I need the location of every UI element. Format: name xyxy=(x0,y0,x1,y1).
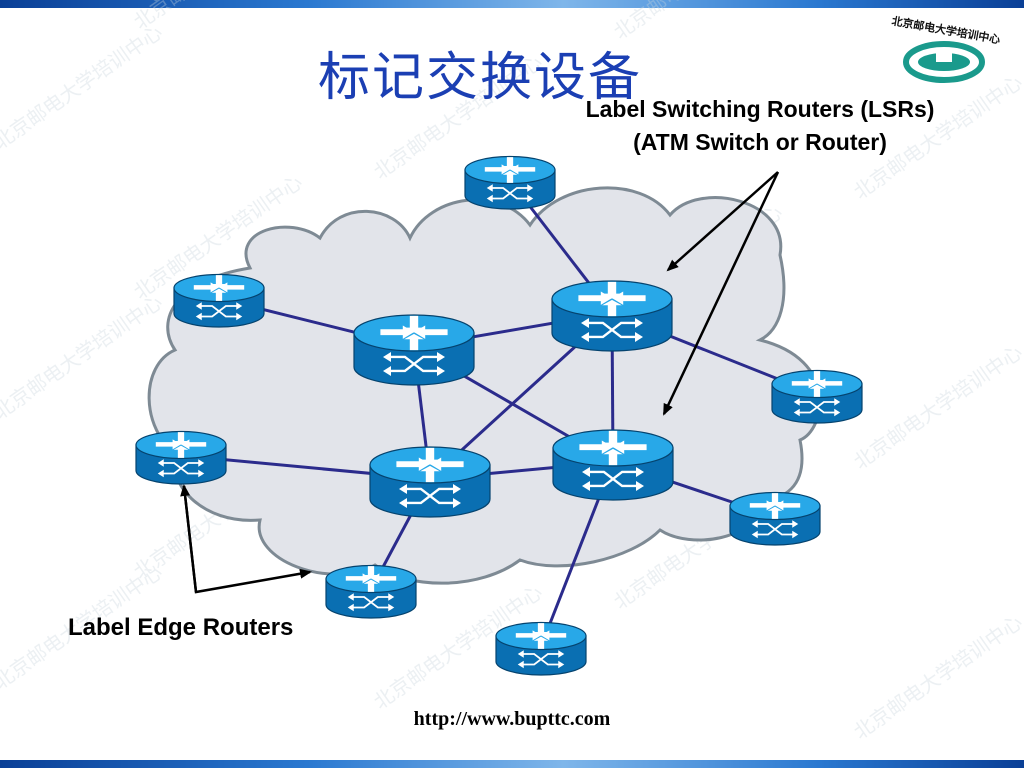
router-top-arrows-icon xyxy=(578,281,646,317)
bupttc-logo: 北京邮电大学培训中心 xyxy=(876,15,1006,86)
router-front-arrowheads xyxy=(582,466,644,491)
router-front-arrows-icon xyxy=(796,401,838,414)
footer-url: http://www.bupttc.com xyxy=(413,708,611,730)
router-front-arrows-icon xyxy=(520,653,562,666)
router-front-arrows-icon xyxy=(350,596,392,609)
lsr-arrow-lower xyxy=(662,171,780,416)
lsr-caption: Label Switching Routers (LSRs) (ATM Swit… xyxy=(540,93,980,159)
lsr-caption-line-2: (ATM Switch or Router) xyxy=(633,129,887,155)
router-front-arrows-icon xyxy=(386,355,442,373)
router-front-arrows-icon xyxy=(585,470,641,488)
routers-layer xyxy=(135,155,863,676)
router-front-arrows-icon xyxy=(584,321,640,339)
watermark-text: 北京邮电大学培训中心 xyxy=(849,340,1024,474)
router-edge-bottom-left xyxy=(325,564,417,619)
router-edge-left-upper xyxy=(173,273,265,328)
router-top-arrows-icon xyxy=(345,566,397,592)
router-top-arrows-icon xyxy=(380,315,448,351)
router-top-arrows-icon xyxy=(396,447,464,483)
router-front-arrowheads xyxy=(399,483,461,508)
network-cloud xyxy=(147,186,822,585)
router-top-arrows-icon xyxy=(749,493,801,519)
bottom-banner-bar xyxy=(0,760,1024,768)
lsr-arrow-upper xyxy=(666,171,779,272)
router-edge-right-lower xyxy=(729,491,821,546)
watermark-text: 北京邮电大学培训中心 xyxy=(609,0,787,44)
router-front-arrowheads xyxy=(486,184,534,203)
router-front-arrowheads xyxy=(793,398,841,417)
lsr-callout-arrows xyxy=(662,171,780,416)
router-front-arrows-icon xyxy=(754,523,796,536)
router-front-arrowheads xyxy=(751,520,799,539)
router-top-arrows-icon xyxy=(579,430,647,466)
router-core-lower-right xyxy=(552,429,674,501)
lsr-caption-line-1: Label Switching Routers (LSRs) xyxy=(585,96,935,122)
router-top-arrows-icon xyxy=(791,371,843,397)
router-edge-right-upper xyxy=(771,369,863,424)
router-front-arrows-icon xyxy=(198,305,240,318)
ler-callout-arrows xyxy=(180,484,312,594)
router-front-arrows-icon xyxy=(402,487,458,505)
router-top-arrows-icon xyxy=(193,275,245,301)
watermark-text: 北京邮电大学培训中心 xyxy=(0,20,167,154)
logo-emblem-icon xyxy=(903,41,985,83)
router-core-upper-right xyxy=(551,280,673,352)
router-front-arrowheads xyxy=(383,351,445,376)
router-front-arrows-icon xyxy=(160,462,202,475)
router-front-arrowheads xyxy=(517,650,565,669)
router-top-arrows-icon xyxy=(484,157,536,183)
router-front-arrowheads xyxy=(157,459,205,478)
router-top-arrows-icon xyxy=(515,623,567,649)
top-banner-bar xyxy=(0,0,1024,8)
router-front-arrowheads xyxy=(347,593,395,612)
router-core-upper-left xyxy=(353,314,475,386)
router-front-arrowheads xyxy=(195,302,243,321)
router-core-lower-left xyxy=(369,446,491,518)
ler-caption: Label Edge Routers xyxy=(68,614,294,641)
page-title: 标记交换设备 xyxy=(318,48,643,108)
router-top-arrows-icon xyxy=(155,432,207,458)
router-front-arrows-icon xyxy=(489,187,531,200)
router-edge-bottom xyxy=(495,621,587,676)
router-edge-top xyxy=(464,155,556,210)
router-front-arrowheads xyxy=(581,317,643,342)
watermark-text: 北京邮电大学培训中心 xyxy=(0,290,167,424)
router-edge-left-lower xyxy=(135,430,227,485)
ler-arrow-upper-head xyxy=(180,484,198,593)
